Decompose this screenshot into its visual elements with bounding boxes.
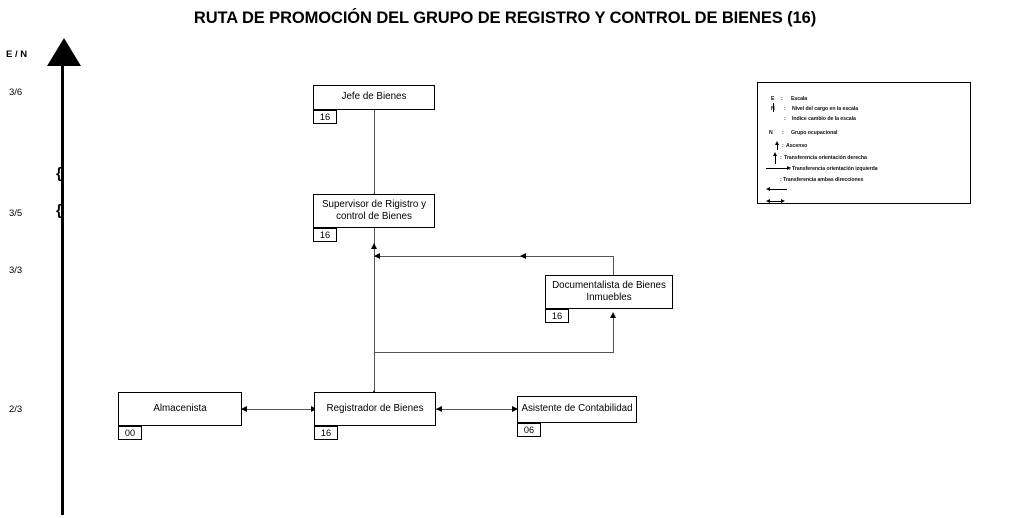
arrow-bidirectional-left-head-icon — [766, 199, 770, 203]
legend-box: E : Escala N : Nivel del cargo en la esc… — [757, 82, 971, 204]
axis-arrowhead-icon — [47, 38, 81, 66]
axis-tick-2-3: 2/3 — [9, 404, 23, 415]
arrow-up-ascenso-icon — [775, 141, 779, 145]
arrow-left-sample-icon — [766, 187, 770, 191]
node-code-jefe-de-bienes: 16 — [313, 110, 337, 124]
legend-sep-transferencia-derecha: : — [780, 155, 782, 161]
transferencia-izquierda-line — [766, 168, 788, 170]
legend-key-nivel: N — [771, 106, 775, 112]
legend-key-grupo: N — [769, 130, 773, 136]
connector-documentalista-lower-rise — [613, 318, 614, 353]
legend-sep-escala: : — [781, 96, 783, 102]
scale-change-notch-icon-1: { — [56, 165, 62, 182]
legend-text-nivel: Nivel del cargo en la escala — [792, 106, 859, 112]
legend-sep-transferencia-ambas: : — [780, 177, 782, 183]
legend-text-escala: Escala — [791, 96, 808, 102]
arrow-left-documentalista-upper-icon — [374, 253, 380, 259]
node-code-registrador-de-bienes: 16 — [314, 426, 338, 440]
connector-registrador-asistente — [436, 409, 518, 410]
legend-text-transferencia-ambas: Transferencia ambas direcciones — [783, 177, 864, 183]
transferencia-derecha-stem — [774, 155, 776, 164]
arrow-up-to-documentalista-icon — [610, 312, 616, 318]
arrow-left-to-almacenista-icon — [241, 406, 247, 412]
connector-jefe-supervisor — [374, 110, 375, 196]
connector-trunk-documentalista-lower — [374, 352, 614, 353]
axis-tick-3-3: 3/3 — [9, 265, 23, 276]
legend-text-indice: Indice cambio de la escala — [792, 116, 856, 122]
node-registrador-de-bienes[interactable]: Registrador de Bienes — [314, 392, 436, 426]
arrow-left-to-registrador-icon — [436, 406, 442, 412]
legend-sep-nivel: : — [784, 106, 786, 112]
legend-text-transferencia-izquierda: Transferencia orientación izquierda — [792, 166, 878, 172]
legend-sep-transferencia-izquierda: : — [789, 166, 791, 172]
arrow-left-sample-line — [769, 189, 787, 191]
axis-shaft — [61, 60, 64, 515]
arrow-right-to-asistente-icon — [512, 406, 518, 412]
arrow-up-to-supervisor-trunk-icon — [371, 243, 377, 249]
legend-sep-indice: : — [784, 116, 786, 122]
legend-text-ascenso: Ascenso — [786, 143, 808, 149]
legend-key-escala: E — [771, 96, 775, 102]
connector-documentalista-upper-drop — [613, 256, 614, 277]
node-almacenista[interactable]: Almacenista — [118, 392, 242, 426]
node-code-almacenista: 00 — [118, 426, 142, 440]
arrow-up-transferencia-derecha-icon — [773, 152, 777, 156]
node-supervisor-de-registro[interactable]: Supervisor de Rigistro y control de Bien… — [313, 194, 435, 228]
scale-index-notch-icon — [773, 103, 775, 112]
scale-change-notch-icon-2: { — [56, 202, 62, 219]
node-asistente-de-contabilidad[interactable]: Asistente de Contabilidad — [517, 396, 637, 423]
legend-text-transferencia-derecha: Transferencia orientación derecha — [784, 155, 867, 161]
arrow-bidirectional-right-head-icon — [781, 199, 785, 203]
axis-label-en: E / N — [6, 49, 28, 60]
connector-almacenista-registrador — [241, 409, 317, 410]
legend-sep-ascenso: : — [782, 143, 784, 149]
node-jefe-de-bienes[interactable]: Jefe de Bienes — [313, 85, 435, 110]
page-title: RUTA DE PROMOCIÓN DEL GRUPO DE REGISTRO … — [193, 9, 817, 27]
arrow-bidirectional-line — [769, 201, 782, 203]
axis-tick-3-5: 3/5 — [9, 208, 23, 219]
node-code-documentalista-de-bienes-inmuebles: 16 — [545, 309, 569, 323]
node-documentalista-de-bienes-inmuebles[interactable]: Documentalista de Bienes Inmuebles — [545, 275, 673, 309]
legend-sep-grupo: : — [782, 130, 784, 136]
ascenso-stem — [776, 144, 778, 150]
axis-tick-3-6: 3/6 — [9, 87, 23, 98]
legend-text-grupo: Grupo ocupacional — [791, 130, 838, 136]
node-code-asistente-de-contabilidad: 06 — [517, 423, 541, 437]
node-code-supervisor-de-registro: 16 — [313, 228, 337, 242]
arrow-right-transferencia-izquierda-icon — [787, 166, 791, 170]
connector-trunk-documentalista-upper — [374, 256, 614, 257]
arrow-left-documentalista-mid-icon — [520, 253, 526, 259]
connector-supervisor-trunk — [374, 228, 375, 396]
